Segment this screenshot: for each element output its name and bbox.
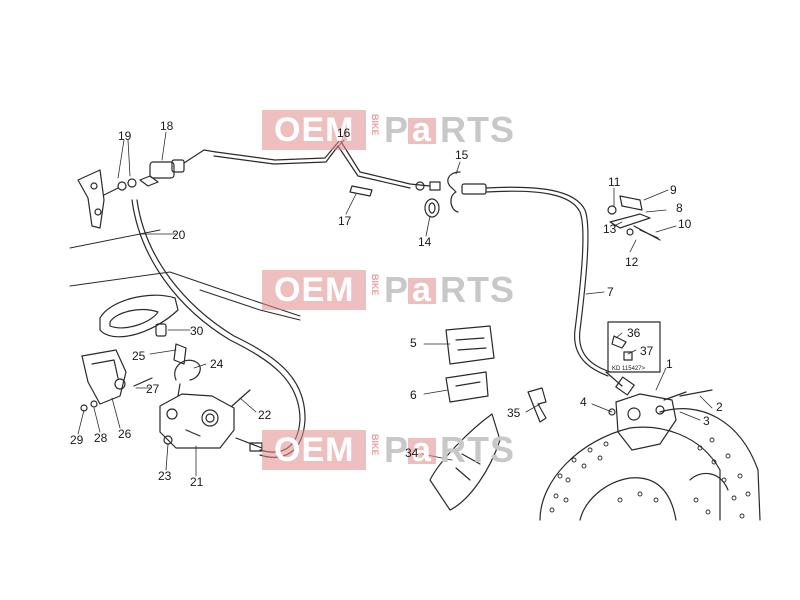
watermark-red-a — [408, 278, 436, 304]
parts-24-25-30 — [155, 323, 201, 397]
inset-box-36-37 — [607, 321, 661, 373]
front-caliper-1 — [608, 389, 713, 451]
callout-20: 20 — [172, 228, 186, 242]
watermark-parts-rts: RTS — [440, 429, 515, 470]
watermark-bike: BIKE — [370, 274, 380, 296]
parts-8-13-bracket — [607, 195, 661, 241]
callout-19: 19 — [118, 129, 132, 143]
callout-8: 8 — [676, 201, 683, 215]
callout-7: 7 — [607, 285, 614, 299]
watermark-parts-a: a — [412, 111, 432, 149]
watermark-top: OEM BIKE P a RTS — [262, 110, 542, 150]
brake-disc-right — [659, 408, 761, 521]
callout-16: 16 — [337, 126, 351, 140]
part-34-shield — [429, 413, 501, 511]
watermark-parts-rts: RTS — [440, 269, 515, 310]
watermark-red-a — [408, 438, 436, 464]
watermark-parts-p: P — [384, 269, 410, 310]
callout-6: 6 — [410, 388, 417, 402]
bracket-26 — [80, 349, 153, 412]
air-duct — [99, 294, 179, 338]
callout-4: 4 — [580, 395, 587, 409]
watermark-oem: OEM — [274, 111, 355, 149]
watermark-parts-rts: RTS — [440, 109, 515, 150]
rear-master-cylinder-top — [77, 149, 217, 229]
callout-25: 25 — [132, 349, 146, 363]
callout-21: 21 — [190, 475, 204, 489]
watermark-red-a — [408, 118, 436, 144]
callout-17: 17 — [338, 214, 352, 228]
brake-disc-left — [539, 426, 721, 521]
callout-34: 34 — [405, 446, 419, 460]
callout-29: 29 — [70, 433, 84, 447]
callout-30: 30 — [190, 324, 204, 338]
pad-kit-5 — [445, 325, 495, 365]
part-35-clip — [527, 387, 547, 423]
callout-5: 5 — [410, 336, 417, 350]
rear-caliper-21 — [159, 389, 263, 452]
callout-35: 35 — [507, 406, 521, 420]
callout-27: 27 — [146, 382, 160, 396]
watermark-red-band — [262, 270, 366, 310]
callout-22: 22 — [258, 408, 272, 422]
watermark-parts-p: P — [384, 429, 410, 470]
watermark-parts-a: a — [412, 431, 432, 469]
callout-13: 13 — [603, 222, 617, 236]
callout-12: 12 — [625, 255, 639, 269]
watermark-bike: BIKE — [370, 434, 380, 456]
callout-1: 1 — [666, 357, 673, 371]
watermark-parts-a: a — [412, 271, 432, 309]
callout-11: 11 — [608, 175, 621, 189]
parts-14-15 — [424, 171, 487, 218]
callout-3: 3 — [703, 414, 710, 428]
callout-2: 2 — [716, 400, 723, 414]
callout-28: 28 — [94, 431, 108, 445]
callout-10: 10 — [678, 217, 692, 231]
disc-holes — [549, 437, 751, 519]
callout-15: 15 — [455, 148, 469, 162]
inset-note: KD 115427> — [612, 366, 646, 372]
callout-23: 23 — [158, 469, 172, 483]
callout-9: 9 — [670, 183, 677, 197]
pad-kit-6 — [445, 371, 489, 403]
callout-18: 18 — [160, 119, 174, 133]
watermark-red-band — [262, 430, 366, 470]
watermark-oem: OEM — [274, 431, 355, 469]
brake-hose-7 — [485, 186, 635, 396]
callout-14: 14 — [418, 235, 432, 249]
watermark-bike: BIKE — [370, 114, 380, 136]
callout-26: 26 — [118, 427, 132, 441]
watermark-red-band — [262, 110, 366, 150]
part-17-sleeve — [349, 185, 373, 197]
callout-37: 37 — [640, 344, 654, 358]
callout-24: 24 — [210, 357, 224, 371]
watermark-parts-p: P — [384, 109, 410, 150]
watermark-middle: OEM BIKE P a RTS — [262, 270, 542, 310]
watermark-oem: OEM — [274, 271, 355, 309]
callout-36: 36 — [627, 326, 641, 340]
watermark-bottom: OEM BIKE P a RTS — [262, 430, 542, 470]
